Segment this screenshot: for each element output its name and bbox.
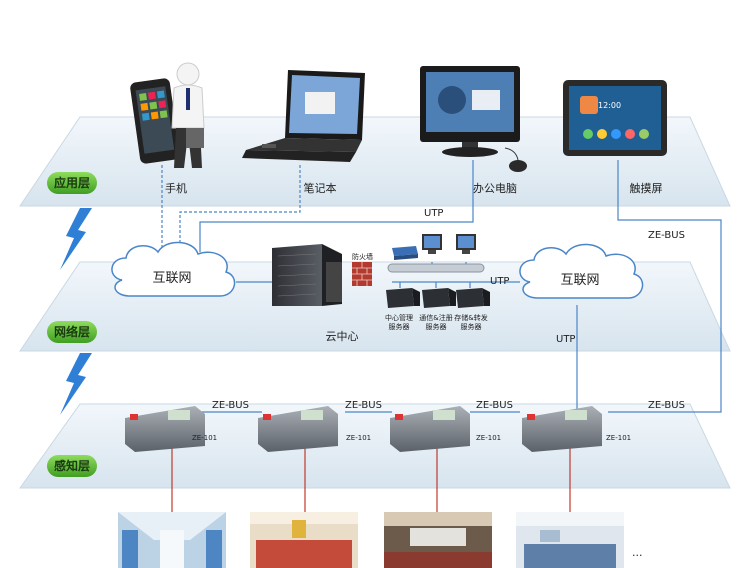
device-label-touch: 触摸屏 (630, 181, 663, 195)
svg-text:网络层: 网络层 (54, 324, 90, 339)
photo-corridor (118, 512, 226, 568)
server-label-1: 中心管理 (385, 313, 413, 322)
link-label-zebus-1: ZE-BUS (212, 400, 249, 411)
module-label: ZE-101 (606, 434, 631, 442)
internet-cloud-left: 互联网 (111, 241, 236, 297)
svg-text:感知层: 感知层 (54, 458, 90, 473)
server-label-1b: 服务器 (389, 322, 410, 331)
wireless-bolt-icon (60, 353, 92, 415)
backbone-pipe (387, 263, 485, 273)
photo-auditorium (384, 512, 492, 568)
module-label: ZE-101 (476, 434, 501, 442)
link-label-utp-mid: UTP (490, 276, 509, 287)
server-label-3: 存储&转发 (454, 313, 487, 322)
server-label-2b: 服务器 (426, 322, 447, 331)
firewall-label: 防火墙 (352, 252, 373, 261)
pc-icon (422, 234, 442, 254)
phone-icon (130, 78, 180, 164)
ze-101-module (125, 406, 205, 452)
link-label-zebus-3: ZE-BUS (476, 400, 513, 411)
svg-text:12:00: 12:00 (598, 101, 621, 110)
photo-restaurant (250, 512, 358, 568)
layer-badge-sense: 感知层 (47, 455, 97, 477)
svg-text:互联网: 互联网 (152, 271, 191, 286)
firewall-icon (352, 262, 372, 286)
device-label-phone: 手机 (165, 181, 187, 195)
module-label: ZE-101 (192, 434, 217, 442)
switch-icon (392, 246, 418, 260)
device-label-desktop: 办公电脑 (473, 182, 517, 195)
person-figure-icon (171, 62, 205, 168)
link-label-utp-right: UTP (556, 334, 575, 345)
pc-icon (456, 234, 476, 254)
touch-link (608, 160, 722, 413)
server-drops (399, 282, 471, 288)
desktop-monitor-icon (420, 66, 527, 172)
server-label-3b: 服务器 (461, 322, 482, 331)
server-rack-icon (272, 244, 342, 306)
more-ellipsis: ... (632, 546, 643, 559)
link-label-zebus-2: ZE-BUS (345, 400, 382, 411)
ze-101-module (390, 406, 470, 452)
link-label-zebus-right: ZE-BUS (648, 230, 685, 241)
ze-101-module (258, 406, 338, 452)
server-icon (456, 288, 490, 308)
layer-badge-network: 网络层 (47, 321, 97, 343)
server-icon (386, 288, 420, 308)
laptop-icon (242, 70, 365, 162)
sense-layer-platform (19, 403, 731, 489)
module-label: ZE-101 (346, 434, 371, 442)
internet-cloud-right: 互联网 (519, 243, 644, 299)
wireless-bolt-icon (60, 208, 92, 270)
link-label-zebus-4: ZE-BUS (648, 400, 685, 411)
server-icon (422, 288, 456, 308)
server-label-2: 通信&注册 (419, 313, 452, 322)
svg-text:应用层: 应用层 (54, 175, 90, 190)
device-label-laptop: 笔记本 (304, 181, 337, 195)
laptop-link (179, 165, 301, 250)
photo-office (516, 512, 624, 568)
desktop-link (199, 160, 474, 252)
touch-screen-icon: 12:00 (563, 80, 667, 156)
ze-101-module (522, 406, 602, 452)
link-label-utp-top: UTP (424, 208, 443, 219)
layer-badge-app: 应用层 (47, 172, 97, 194)
svg-text:互联网: 互联网 (560, 273, 599, 288)
cloud-center-label: 云中心 (326, 330, 359, 343)
